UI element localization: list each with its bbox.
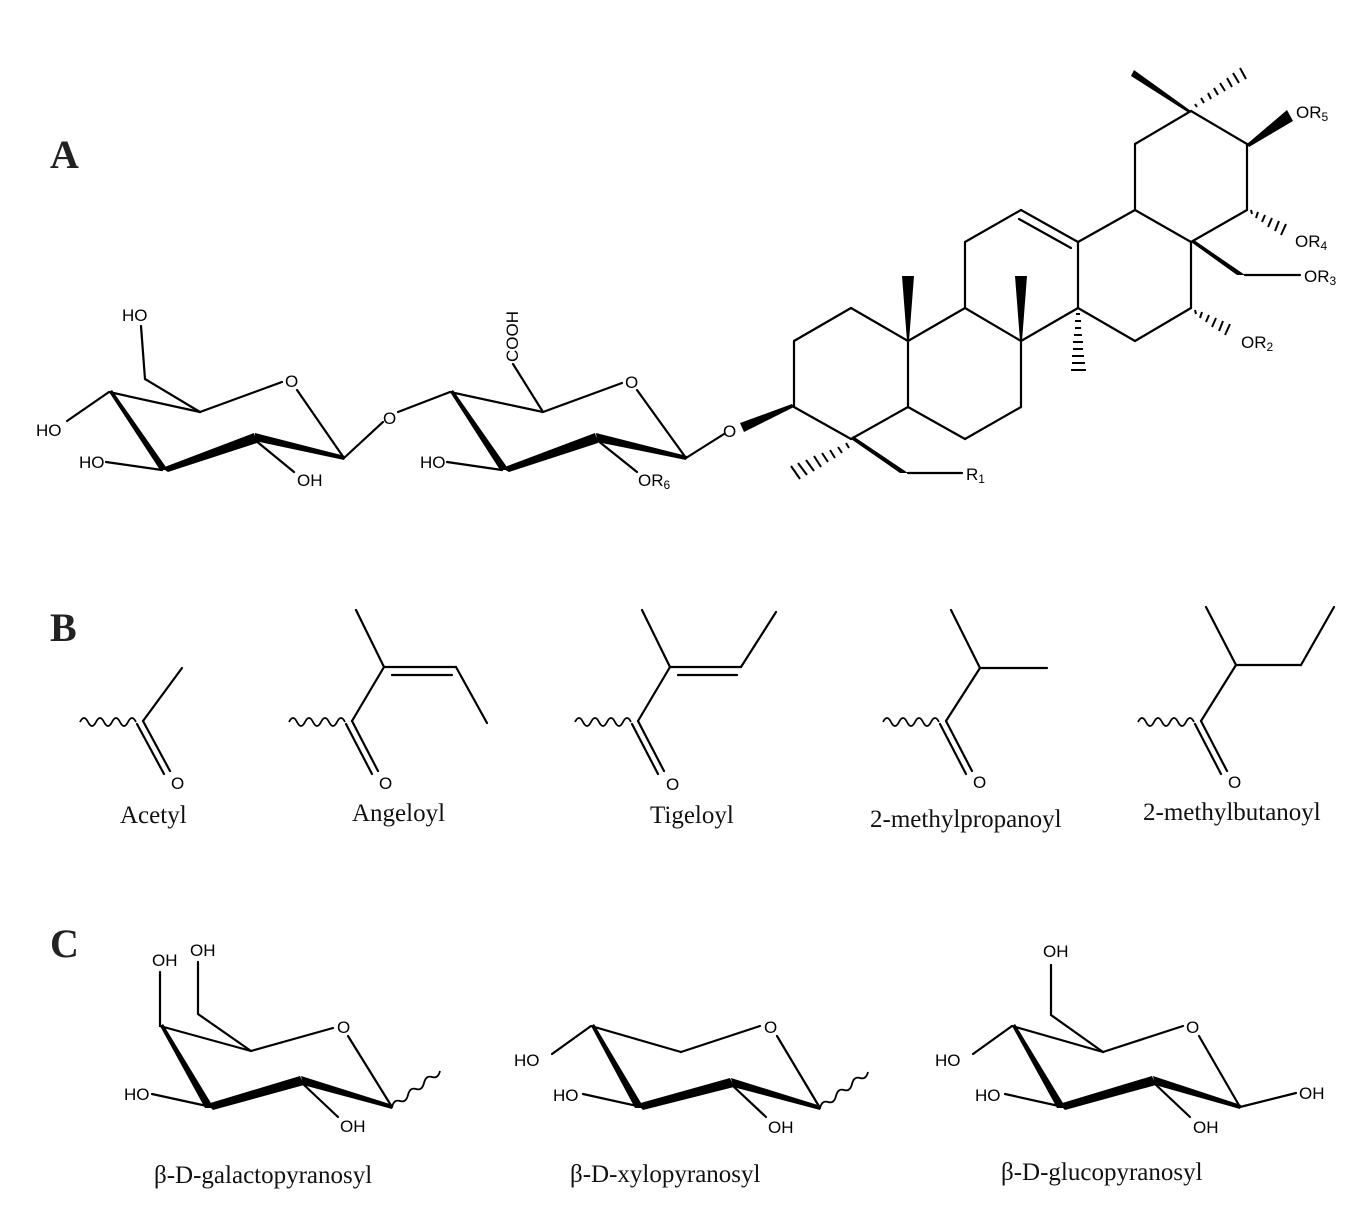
atom-or4: OR4 (1295, 232, 1328, 253)
atom-r1: R1 (966, 465, 985, 486)
atom-o: O (379, 774, 392, 793)
atom-ho: HO (420, 453, 446, 472)
atom-o: O (337, 1018, 350, 1037)
atom-o-link: O (723, 422, 736, 441)
group-name: Angeloyl (352, 800, 445, 827)
atom-oh: OH (190, 941, 216, 960)
sugar-name: β-D-xylopyranosyl (570, 1161, 761, 1188)
atom-o-link: O (383, 409, 396, 428)
atom-ho: HO (975, 1086, 1001, 1105)
atom-oh: OH (340, 1117, 366, 1136)
atom-or6: OR6 (638, 471, 671, 492)
group-name: Acetyl (120, 802, 187, 829)
glucuronic-acid-unit: COOH O HO OR6 O (396, 311, 736, 492)
atom-or5: OR5 (1296, 103, 1329, 124)
panel-label-c: C (50, 921, 79, 966)
acyl-acetyl: O Acetyl (79, 666, 187, 829)
atom-ho: HO (122, 306, 148, 325)
glucose-unit: HO O HO HO OH O (36, 306, 396, 490)
sugar-name: β-D-glucopyranosyl (1001, 1159, 1203, 1186)
sugar-name: β-D-galactopyranosyl (154, 1162, 372, 1189)
acyl-angeloyl: O Angeloyl (288, 608, 489, 827)
atom-o: O (285, 372, 298, 391)
atom-ho: HO (36, 421, 62, 440)
atom-o: O (764, 1018, 777, 1037)
acyl-2-methylpropanoyl: O 2-methylpropanoyl (870, 608, 1062, 833)
atom-o: O (171, 774, 184, 793)
atom-oh: OH (768, 1118, 794, 1137)
atom-ho: HO (79, 453, 105, 472)
group-name: 2-methylbutanoyl (1143, 799, 1321, 826)
atom-o: O (1186, 1018, 1199, 1037)
atom-oh: OH (1299, 1084, 1325, 1103)
atom-ho: HO (124, 1085, 150, 1104)
sugar-xylopyranosyl: HO O HO OH β-D-xylopyranosyl (514, 1018, 869, 1188)
panel-label-a: A (50, 132, 79, 177)
atom-o: O (973, 773, 986, 792)
acyl-2-methylbutanoyl: O 2-methylbutanoyl (1137, 605, 1336, 826)
atom-o: O (666, 775, 679, 794)
atom-or3: OR3 (1304, 267, 1337, 288)
atom-cooh: COOH (503, 311, 522, 362)
panel-label-b: B (50, 605, 77, 650)
atom-oh: OH (297, 471, 323, 490)
group-name: 2-methylpropanoyl (870, 806, 1062, 833)
group-name: Tigeloyl (650, 802, 734, 829)
atom-oh: OH (152, 951, 178, 970)
atom-oh: OH (1193, 1118, 1219, 1137)
atom-ho: HO (514, 1051, 540, 1070)
atom-oh: OH (1043, 942, 1069, 961)
atom-or2: OR2 (1241, 333, 1274, 354)
atom-o: O (1228, 773, 1241, 792)
triterpene-aglycone: R1 OR2 OR3 OR4 OR5 (740, 67, 1337, 486)
sugar-glucopyranosyl: OH O HO HO OH OH β-D-glucopyranosyl (935, 942, 1325, 1186)
acyl-tigeloyl: O Tigeloyl (574, 608, 778, 829)
atom-ho: HO (553, 1086, 579, 1105)
sugar-galactopyranosyl: OH OH O HO OH β-D-galactopyranosyl (124, 941, 441, 1189)
atom-ho: HO (935, 1051, 961, 1070)
atom-o: O (625, 373, 638, 392)
